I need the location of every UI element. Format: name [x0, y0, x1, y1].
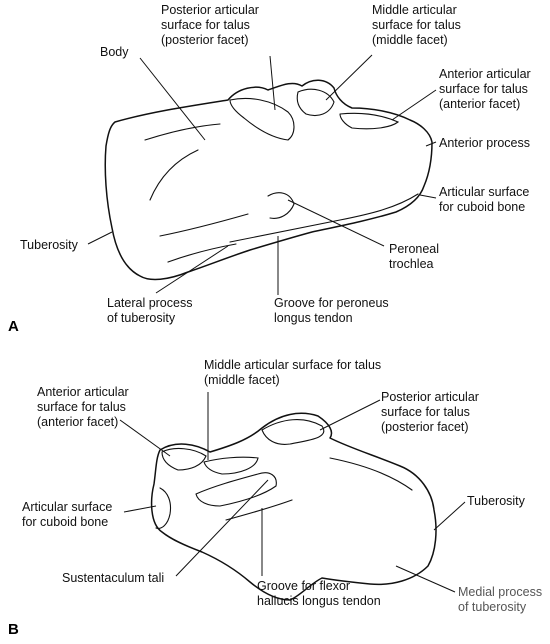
panel-b-label: B [8, 621, 19, 638]
label-sustentaculum-b: Sustentaculum tali [62, 571, 164, 585]
label-lateral-process-a-2: of tuberosity [107, 311, 176, 325]
anterior-facet-a [339, 112, 400, 130]
label-anterior-articular-a-1: Anterior articular [439, 67, 531, 81]
label-tuberosity-a: Tuberosity [20, 238, 79, 252]
label-anterior-process-a: Anterior process [439, 136, 530, 150]
label-medial-process-b-1: Medial process [458, 585, 542, 599]
label-anterior-articular-a-3: (anterior facet) [439, 97, 520, 111]
calcaneus-medial-outline [150, 412, 437, 601]
label-cuboid-surface-b-1: Articular surface [22, 500, 112, 514]
anterior-facet-b [161, 447, 207, 471]
groove-contour-b [225, 457, 413, 521]
panel-a [104, 79, 433, 281]
leaders-a [87, 54, 437, 295]
label-tuberosity-b: Tuberosity [467, 494, 526, 508]
label-anterior-articular-a-2: surface for talus [439, 82, 528, 96]
label-middle-articular-a-3: (middle facet) [372, 33, 448, 47]
body-contour-a [144, 123, 249, 237]
posterior-facet-b [261, 419, 325, 445]
labels-b: Middle articular surface for talus (midd… [22, 358, 542, 614]
panel-a-label: A [8, 318, 19, 335]
label-middle-articular-b-1: Middle articular surface for talus [204, 358, 381, 372]
label-posterior-articular-a-1: Posterior articular [161, 3, 259, 17]
label-posterior-articular-b-1: Posterior articular [381, 390, 479, 404]
label-middle-articular-a-1: Middle articular [372, 3, 457, 17]
label-posterior-articular-b-3: (posterior facet) [381, 420, 469, 434]
label-cuboid-surface-b-2: for cuboid bone [22, 515, 108, 529]
label-middle-articular-a-2: surface for talus [372, 18, 461, 32]
label-middle-articular-b-2: (middle facet) [204, 373, 280, 387]
label-cuboid-surface-a-1: Articular surface [439, 185, 529, 199]
sustentaculum-contour-b [195, 472, 277, 507]
cuboid-facet-b [155, 487, 172, 529]
label-peroneal-trochlea-a-2: trochlea [389, 257, 434, 271]
label-cuboid-surface-a-2: for cuboid bone [439, 200, 525, 214]
label-anterior-articular-b-1: Anterior articular [37, 385, 129, 399]
middle-facet-a [296, 88, 335, 117]
label-body-a: Body [100, 45, 129, 59]
label-groove-peroneus-a-2: longus tendon [274, 311, 353, 325]
lateral-process-contour-a [167, 243, 237, 263]
label-posterior-articular-a-2: surface for talus [161, 18, 250, 32]
posterior-facet-a [229, 97, 295, 141]
labels-a: Body Posterior articular surface for tal… [20, 3, 531, 325]
label-anterior-articular-b-3: (anterior facet) [37, 415, 118, 429]
label-groove-peroneus-a-1: Groove for peroneus [274, 296, 389, 310]
calcaneus-lateral-outline [104, 79, 433, 281]
label-medial-process-b-2: of tuberosity [458, 600, 527, 614]
middle-facet-b [203, 456, 259, 475]
label-peroneal-trochlea-a-1: Peroneal [389, 242, 439, 256]
panel-b [150, 412, 437, 601]
label-posterior-articular-b-2: surface for talus [381, 405, 470, 419]
label-anterior-articular-b-2: surface for talus [37, 400, 126, 414]
label-lateral-process-a-1: Lateral process [107, 296, 192, 310]
leaders-b [119, 392, 466, 593]
label-posterior-articular-a-3: (posterior facet) [161, 33, 249, 47]
trochlea-contour-a [229, 192, 419, 243]
label-groove-flexor-b-2: hallucis longus tendon [257, 594, 381, 608]
label-groove-flexor-b-1: Groove for flexor [257, 579, 350, 593]
